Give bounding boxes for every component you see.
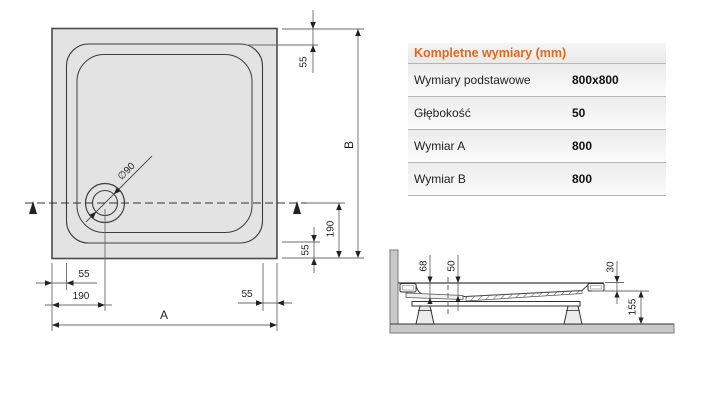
label-a: A	[160, 308, 168, 322]
tray-rim-contour-inner	[76, 54, 253, 233]
dim-right-190: 190	[307, 202, 345, 258]
row-value: 50	[572, 106, 586, 120]
floor	[389, 323, 675, 334]
drain-centerline	[25, 201, 307, 311]
dim-50: 50	[447, 255, 461, 311]
wall	[389, 249, 399, 325]
table-row: Wymiar B 800	[408, 162, 666, 196]
dim-68: 68	[419, 255, 433, 304]
table-row: Wymiar A 800	[408, 129, 666, 162]
tray-profile	[398, 277, 605, 325]
tray-outline	[51, 27, 278, 260]
row-label: Wymiary podstawowe	[414, 73, 531, 87]
flow-arrow-right	[293, 201, 301, 214]
tray-rim-contour-outer	[65, 43, 264, 244]
dim-bottom-left-55: 55	[36, 269, 97, 286]
flow-arrow-left	[29, 201, 37, 214]
svg-text:30: 30	[606, 261, 617, 273]
dim-right-55: 55	[282, 227, 320, 273]
svg-text:155: 155	[628, 298, 639, 315]
side-view: 68 50 30 15	[389, 249, 675, 334]
table-title: Kompletne wymiary (mm)	[408, 43, 666, 63]
svg-text:55: 55	[78, 269, 90, 280]
svg-text:55: 55	[299, 56, 310, 68]
row-value: 800x800	[572, 73, 619, 87]
row-label: Wymiar B	[414, 172, 466, 186]
dim-a: A	[52, 308, 277, 328]
support-wedge-hatched	[465, 290, 583, 302]
row-value: 800	[572, 139, 593, 153]
row-label: Głębokość	[414, 106, 471, 120]
svg-text:190: 190	[326, 220, 337, 237]
svg-text:190: 190	[73, 291, 90, 302]
left-leg	[415, 305, 435, 325]
dim-30: 30	[592, 261, 649, 304]
support-board	[411, 301, 581, 307]
dim-bottom-left-190: 190	[45, 291, 112, 308]
svg-text:68: 68	[419, 260, 430, 272]
top-view: ∅90 55	[25, 10, 364, 331]
dim-top-55: 55	[246, 10, 364, 73]
table-row: Głębokość 50	[408, 96, 666, 129]
row-label: Wymiar A	[414, 139, 466, 153]
svg-text:55: 55	[241, 289, 253, 300]
drain-plate	[405, 292, 464, 300]
right-leg	[563, 305, 583, 325]
svg-text:55: 55	[301, 244, 312, 256]
svg-text:50: 50	[447, 260, 458, 272]
dim-155: 155	[628, 291, 644, 324]
row-value: 800	[572, 172, 593, 186]
table-row: Wymiary podstawowe 800x800	[408, 63, 666, 96]
label-b: B	[342, 141, 356, 149]
dim-bottom-right-55: 55	[238, 289, 292, 306]
dim-b: B	[282, 29, 364, 259]
dimensions-table: Kompletne wymiary (mm) Wymiary podstawow…	[408, 43, 666, 196]
